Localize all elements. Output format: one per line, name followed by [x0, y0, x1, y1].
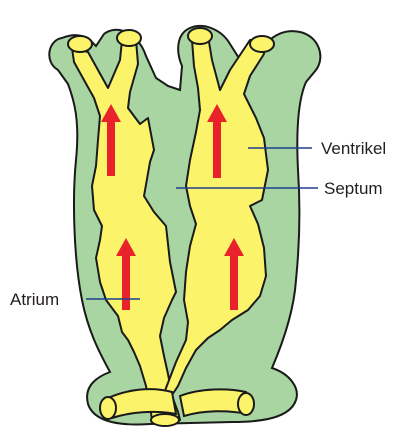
vessel-opening: [117, 30, 141, 46]
ventricle-label: Ventrikel: [321, 139, 386, 158]
vessel-opening: [250, 36, 274, 52]
septum-label: Septum: [324, 179, 383, 198]
vessel-opening: [188, 28, 212, 44]
vessel-opening: [100, 397, 116, 419]
atrium-label: Atrium: [10, 290, 59, 309]
vessel-opening: [68, 36, 92, 52]
vessel-opening: [238, 393, 254, 415]
vessel-opening: [151, 414, 179, 426]
